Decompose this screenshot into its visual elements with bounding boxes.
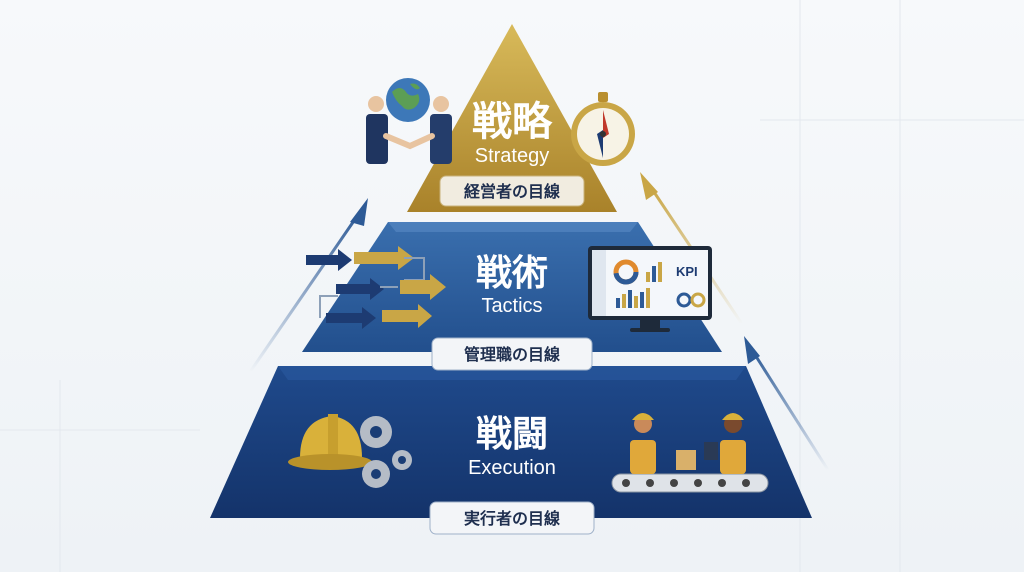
compass-icon [571,92,635,166]
strategy-subtitle: Strategy [475,145,549,167]
tactics-title: 戦術 [476,253,548,294]
execution-title: 戦闘 [476,414,548,455]
strategy-tag: 経営者の目線 [439,175,585,207]
workflow-arrows-icon [306,246,446,329]
right-up-arrow-blue [744,336,830,471]
tactics-subtitle: Tactics [481,295,542,317]
strategy-tag-label: 経営者の目線 [464,182,560,201]
tier-strategy [407,24,617,212]
execution-tag: 実行者の目線 [429,501,595,535]
tactics-tag: 管理職の目線 [431,337,593,371]
kpi-dashboard-icon: KPI [588,246,712,332]
left-up-arrow [248,198,368,373]
strategy-title: 戦略 [472,99,553,145]
workers-conveyor-icon [611,413,769,493]
kpi-label: KPI [676,264,698,279]
execution-subtitle: Execution [468,457,556,479]
hard-hat-icon [288,414,372,470]
handshake-globe-icon [366,78,452,164]
execution-tag-label: 実行者の目線 [464,509,560,528]
tactics-tag-label: 管理職の目線 [464,345,560,364]
gears-icon [360,416,412,488]
